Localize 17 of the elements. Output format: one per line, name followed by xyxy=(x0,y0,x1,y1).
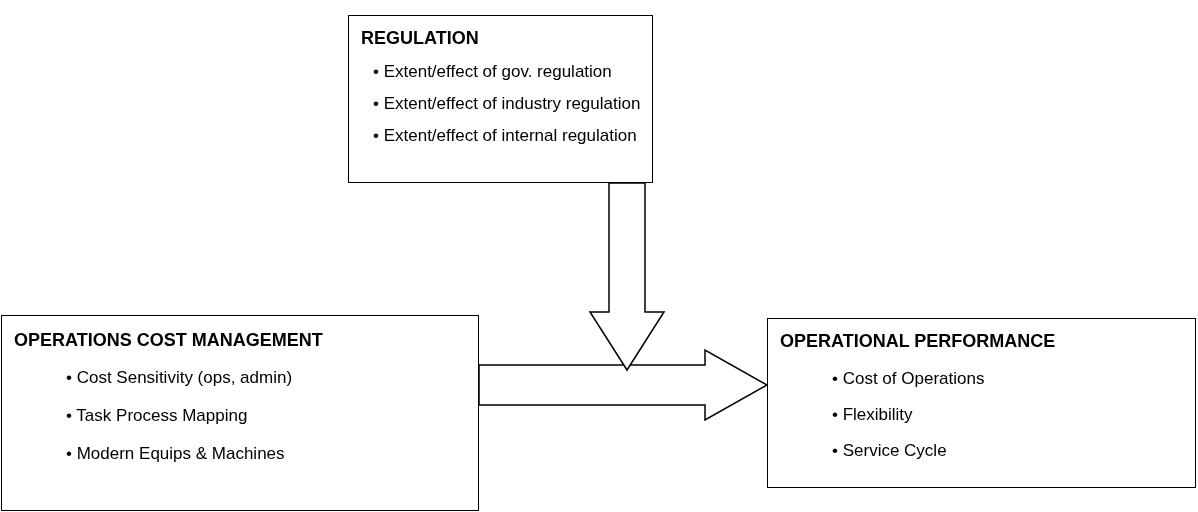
bullet-item: • Service Cycle xyxy=(832,441,947,461)
box-heading: OPERATIONAL PERFORMANCE xyxy=(780,331,1056,352)
bullet-item: • Modern Equips & Machines xyxy=(66,444,285,464)
block-arrow xyxy=(478,348,769,422)
bullet-item: • Task Process Mapping xyxy=(66,406,248,426)
bullet-item: • Cost Sensitivity (ops, admin) xyxy=(66,368,293,388)
box-heading: REGULATION xyxy=(361,28,479,49)
bullet-item: • Extent/effect of gov. regulation xyxy=(373,62,612,82)
bullet-item: • Flexibility xyxy=(832,405,913,425)
concept-box xyxy=(1,315,479,511)
box-heading: OPERATIONS COST MANAGEMENT xyxy=(14,330,323,351)
concept-box xyxy=(348,15,653,183)
bullet-item: • Cost of Operations xyxy=(832,369,985,389)
concept-box xyxy=(767,318,1196,488)
bullet-item: • Extent/effect of industry regulation xyxy=(373,94,641,114)
block-arrow xyxy=(588,182,666,372)
bullet-item: • Extent/effect of internal regulation xyxy=(373,126,637,146)
